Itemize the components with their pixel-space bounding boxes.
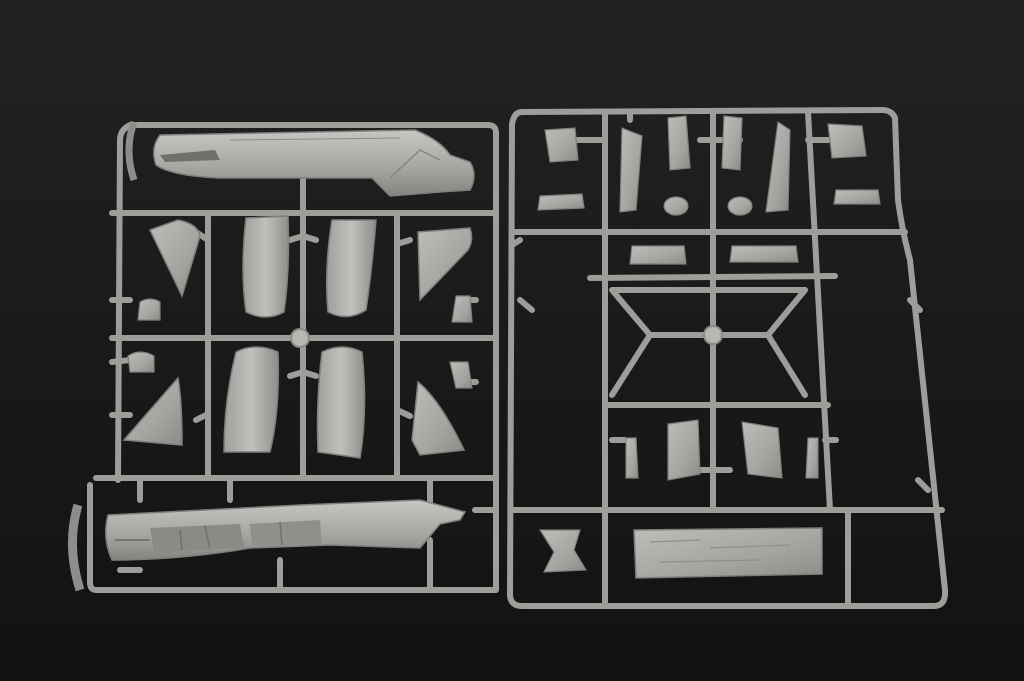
fuselage-half-top xyxy=(153,129,475,197)
sprue-center-disc xyxy=(703,325,723,345)
tail-fin-part xyxy=(148,219,201,299)
intake-shell-part xyxy=(316,346,366,459)
runner xyxy=(805,109,833,513)
right-sprue xyxy=(507,107,949,609)
runner xyxy=(609,287,808,398)
small-part xyxy=(537,193,585,211)
sprue-center-disc xyxy=(290,328,310,348)
small-part xyxy=(629,245,687,265)
tail-fin-part xyxy=(765,120,791,213)
door-panel-part xyxy=(667,419,701,481)
right-sprue-frame xyxy=(507,107,949,609)
small-part xyxy=(625,437,639,479)
small-part xyxy=(721,115,743,171)
intake-shell-part xyxy=(242,215,290,318)
tail-fin-part xyxy=(619,127,643,213)
small-part xyxy=(127,351,155,373)
small-part xyxy=(137,298,161,321)
sprue-end-cap xyxy=(125,120,138,182)
tail-fin-part xyxy=(122,376,183,446)
fuselage-half-bottom xyxy=(105,499,467,561)
panel-engraving xyxy=(649,539,791,563)
small-part xyxy=(805,437,819,479)
small-part xyxy=(544,127,579,163)
small-part xyxy=(449,361,473,389)
small-part xyxy=(538,529,588,573)
small-part xyxy=(451,295,473,323)
bay-panel-part xyxy=(633,527,823,579)
small-part xyxy=(827,123,867,159)
small-part xyxy=(833,189,881,205)
small-part xyxy=(667,115,691,171)
tail-fin-part xyxy=(417,227,473,302)
intake-shell-part xyxy=(223,346,280,453)
small-part xyxy=(663,196,689,216)
small-part xyxy=(729,245,799,263)
sprue-end-cap xyxy=(68,503,85,592)
small-part xyxy=(727,196,753,216)
door-panel-part xyxy=(741,421,783,479)
tail-fin-part xyxy=(411,380,466,456)
intake-shell-part xyxy=(325,219,377,318)
